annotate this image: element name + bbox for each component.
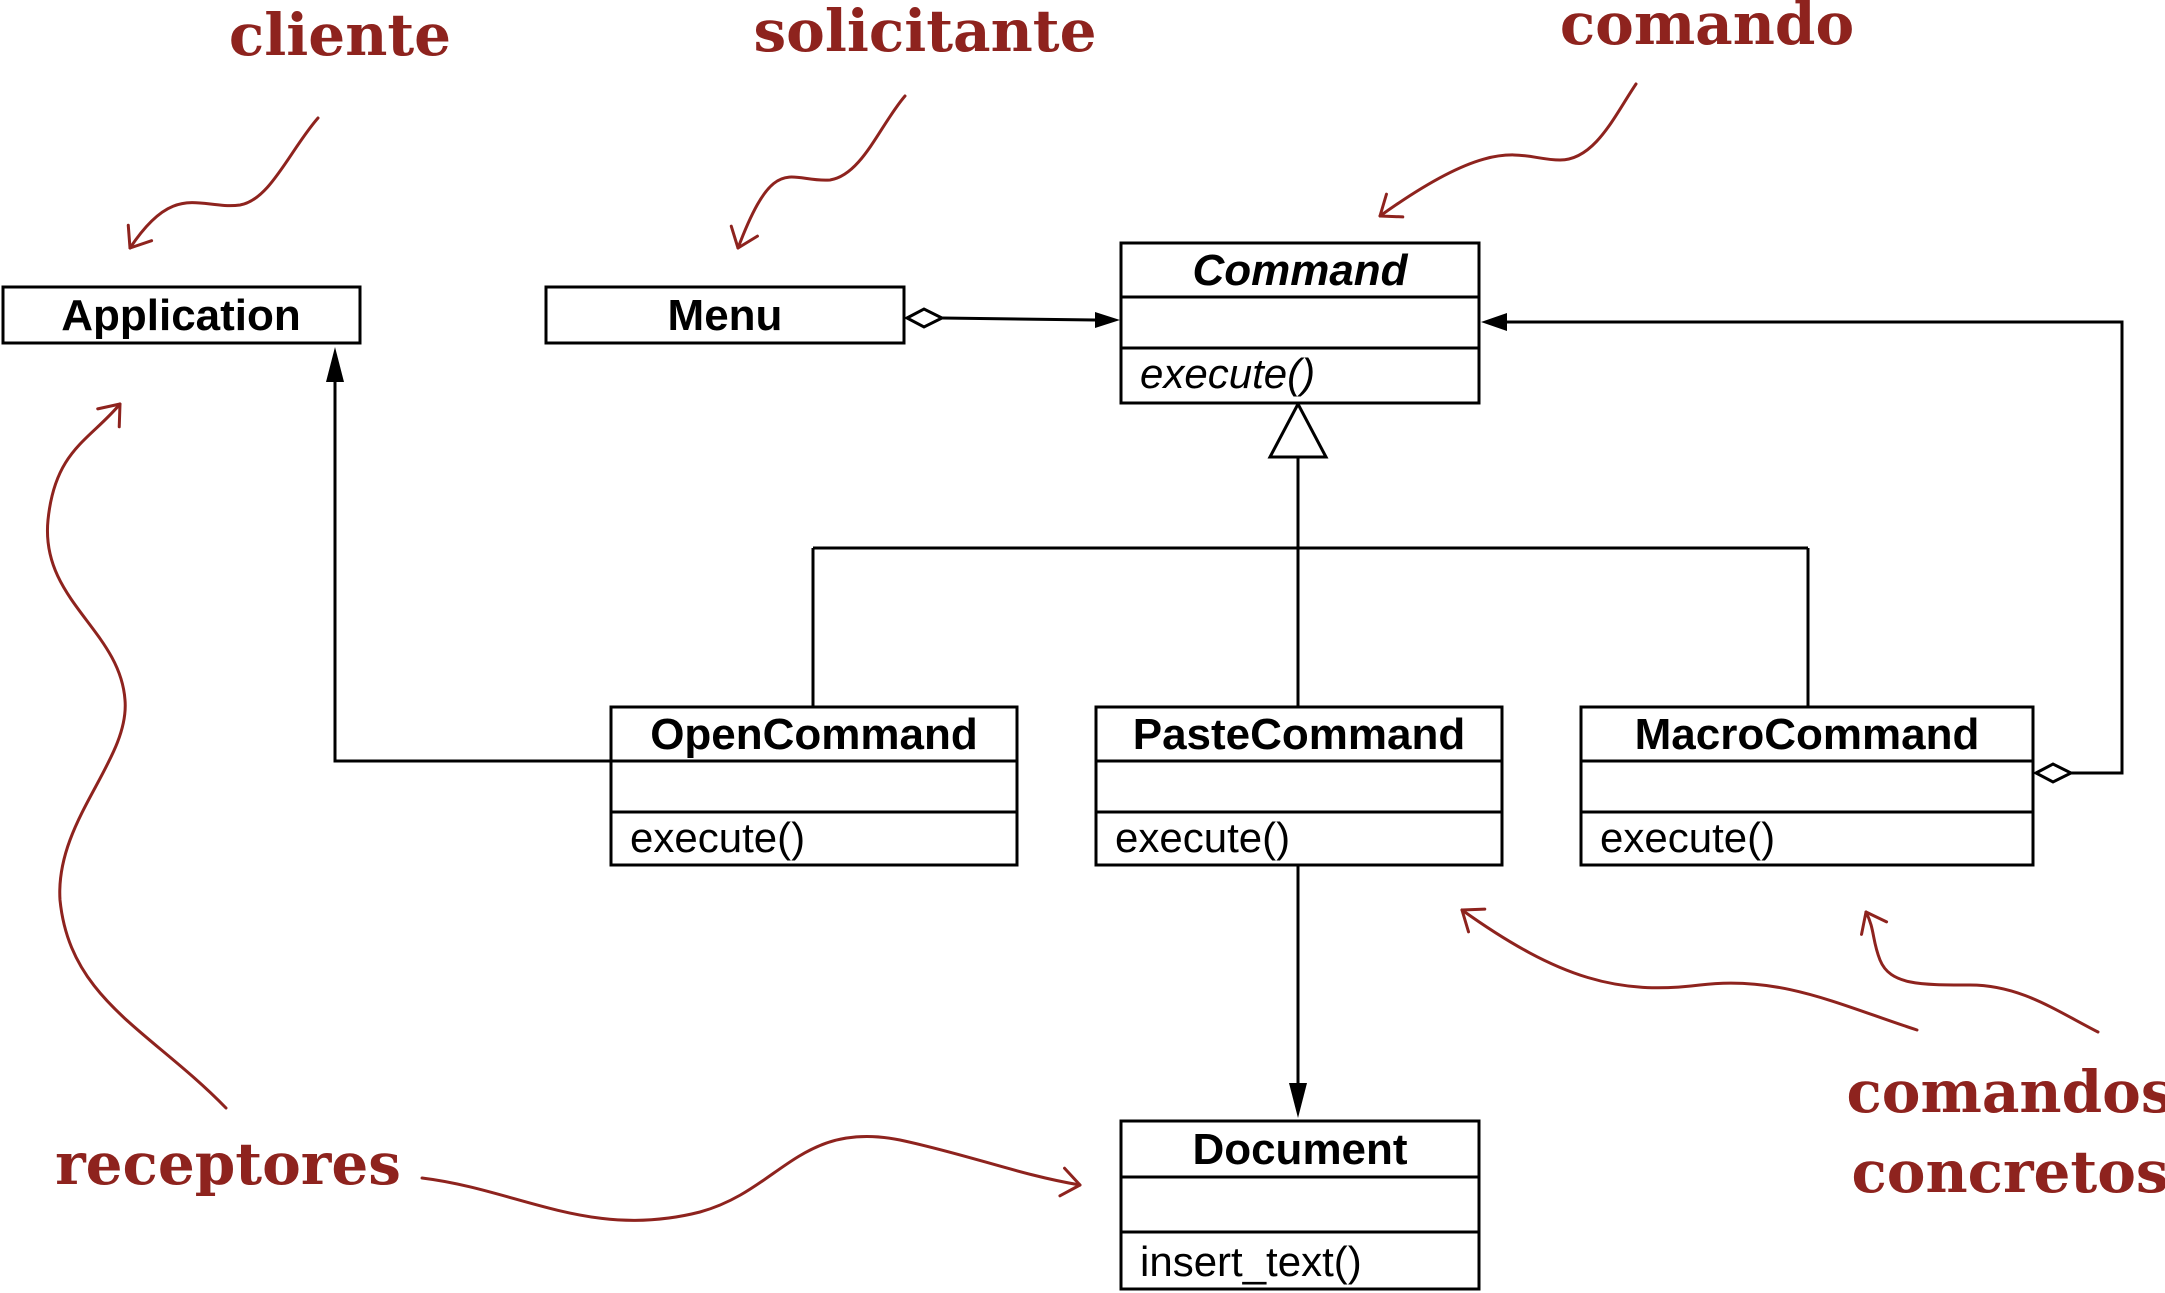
class-document[interactable]: Document insert_text()	[1119, 1119, 1481, 1291]
class-open-command-name: OpenCommand	[650, 710, 978, 759]
annotation-concretos: concretos	[1851, 1138, 2165, 1206]
class-open-command-operation: execute()	[630, 814, 805, 861]
class-application-name: Application	[61, 291, 301, 340]
comandos-concretos-paste-arrow	[1460, 907, 1919, 1032]
class-macro-command-operation: execute()	[1600, 814, 1775, 861]
generalization-tree	[811, 400, 1810, 707]
class-command-operation: execute()	[1140, 350, 1315, 397]
class-document-name: Document	[1192, 1125, 1407, 1174]
class-application[interactable]: Application	[1, 285, 362, 345]
class-paste-command[interactable]: PasteCommand execute()	[1094, 705, 1504, 867]
solicitante-arrow	[729, 94, 907, 250]
paste-command-document-association	[1289, 864, 1307, 1118]
class-macro-command[interactable]: MacroCommand execute()	[1579, 705, 2035, 867]
receptores-document-arrow	[420, 1134, 1082, 1222]
macro-command-aggregation	[1481, 313, 2124, 784]
cliente-arrow	[126, 116, 320, 250]
comandos-concretos-macro-arrow	[1860, 910, 2100, 1034]
class-command-name: Command	[1192, 246, 1408, 295]
class-menu-name: Menu	[668, 291, 783, 340]
class-open-command[interactable]: OpenCommand execute()	[609, 705, 1019, 867]
annotation-comandos: comandos	[1846, 1058, 2165, 1126]
annotation-receptores: receptores	[55, 1130, 401, 1198]
class-paste-command-operation: execute()	[1115, 814, 1290, 861]
class-paste-command-name: PasteCommand	[1133, 710, 1466, 759]
menu-command-aggregation	[903, 307, 1120, 329]
annotation-cliente: cliente	[229, 1, 451, 69]
class-command[interactable]: Command execute()	[1119, 241, 1481, 405]
open-command-application-association	[326, 347, 611, 763]
annotation-comando: comando	[1560, 0, 1854, 58]
class-document-operation: insert_text()	[1140, 1238, 1362, 1285]
annotation-solicitante: solicitante	[754, 0, 1097, 65]
comando-arrow	[1378, 82, 1638, 219]
class-macro-command-name: MacroCommand	[1635, 710, 1980, 759]
receptores-application-arrow	[45, 402, 228, 1110]
class-menu[interactable]: Menu	[544, 285, 906, 345]
